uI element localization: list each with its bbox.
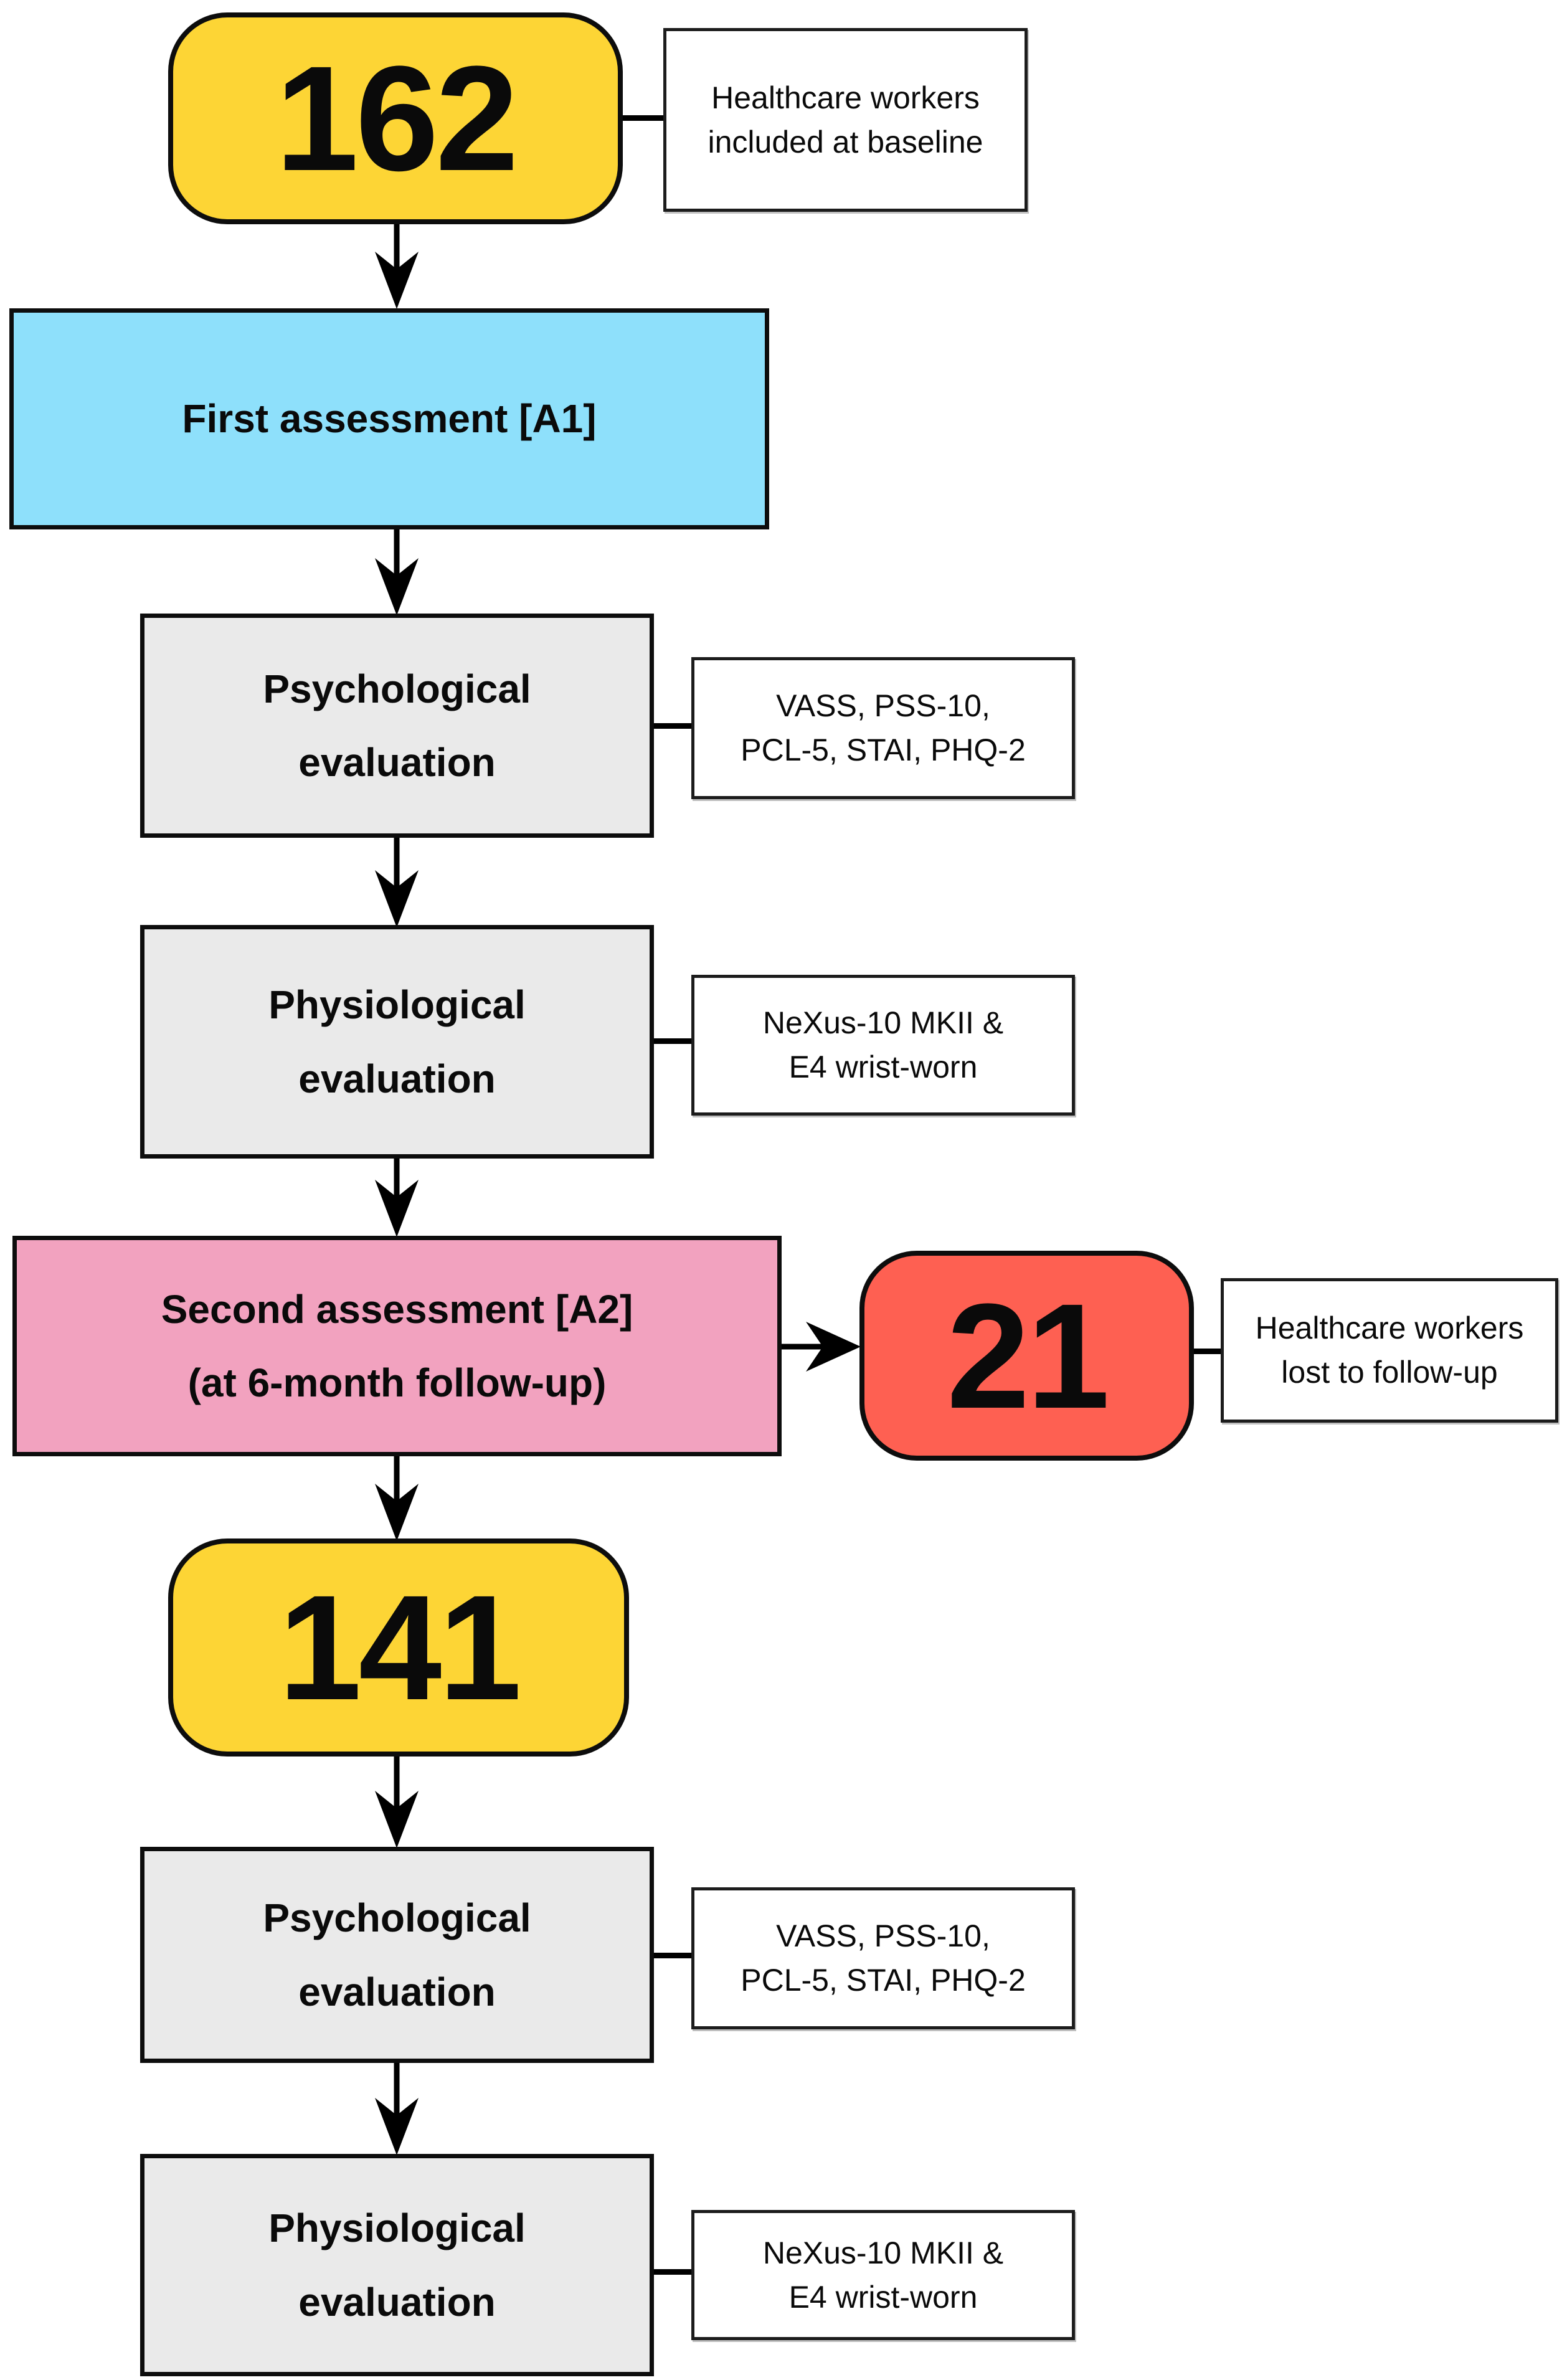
node-lost-count: 21 — [859, 1251, 1194, 1461]
arrow-right-icon — [779, 1322, 861, 1372]
connector-line — [650, 2269, 695, 2275]
node-psych-eval-2: Psychological evaluation — [140, 1847, 654, 2063]
arrow-down-icon — [375, 1155, 419, 1237]
node-followup-count: 141 — [168, 1538, 629, 1757]
node-psych-eval-1: Psychological evaluation — [140, 614, 654, 838]
phys-eval-2-label: Physiological evaluation — [268, 2206, 526, 2325]
second-assessment-label: Second assessment [A2] (at 6-month follo… — [161, 1286, 633, 1405]
node-second-assessment: Second assessment [A2] (at 6-month follo… — [12, 1236, 782, 1456]
node-baseline-count: 162 — [168, 12, 623, 224]
connector-line — [619, 115, 668, 121]
connector-line — [1191, 1349, 1224, 1354]
arrow-down-icon — [375, 527, 419, 615]
arrow-down-icon — [375, 1751, 419, 1848]
note-box-baseline: Healthcare workers included at baseline — [663, 28, 1028, 212]
psych-eval-1-label: Psychological evaluation — [263, 666, 531, 785]
arrow-down-icon — [375, 835, 419, 927]
connector-line — [650, 1038, 695, 1044]
connector-line — [650, 723, 695, 729]
node-phys-eval-1: Physiological evaluation — [140, 925, 654, 1159]
baseline-count-value: 162 — [275, 35, 518, 202]
arrow-down-icon — [375, 1454, 419, 1541]
psych-eval-2-label: Psychological evaluation — [263, 1895, 531, 2014]
arrow-down-icon — [375, 2060, 419, 2155]
note-box-psych-1: VASS, PSS-10, PCL-5, STAI, PHQ-2 — [691, 657, 1075, 799]
note-box-lost: Healthcare workers lost to follow-up — [1221, 1278, 1558, 1423]
note-phys-1-text: NeXus-10 MKII & E4 wrist-worn — [762, 1005, 1004, 1084]
arrow-down-icon — [375, 222, 419, 309]
note-psych-2-text: VASS, PSS-10, PCL-5, STAI, PHQ-2 — [741, 1918, 1026, 1998]
followup-count-value: 141 — [278, 1564, 521, 1731]
note-box-phys-1: NeXus-10 MKII & E4 wrist-worn — [691, 975, 1075, 1116]
note-lost-text: Healthcare workers lost to follow-up — [1255, 1311, 1524, 1390]
phys-eval-1-label: Physiological evaluation — [268, 982, 526, 1101]
node-phys-eval-2: Physiological evaluation — [140, 2154, 654, 2376]
connector-line — [650, 1953, 695, 1958]
lost-count-value: 21 — [947, 1272, 1110, 1439]
node-first-assessment: First assessment [A1] — [9, 308, 769, 529]
note-baseline-text: Healthcare workers included at baseline — [708, 80, 983, 159]
note-box-psych-2: VASS, PSS-10, PCL-5, STAI, PHQ-2 — [691, 1887, 1075, 2029]
note-phys-2-text: NeXus-10 MKII & E4 wrist-worn — [762, 2235, 1004, 2315]
note-box-phys-2: NeXus-10 MKII & E4 wrist-worn — [691, 2210, 1075, 2340]
first-assessment-label: First assessment [A1] — [182, 396, 597, 442]
note-psych-1-text: VASS, PSS-10, PCL-5, STAI, PHQ-2 — [741, 688, 1026, 767]
